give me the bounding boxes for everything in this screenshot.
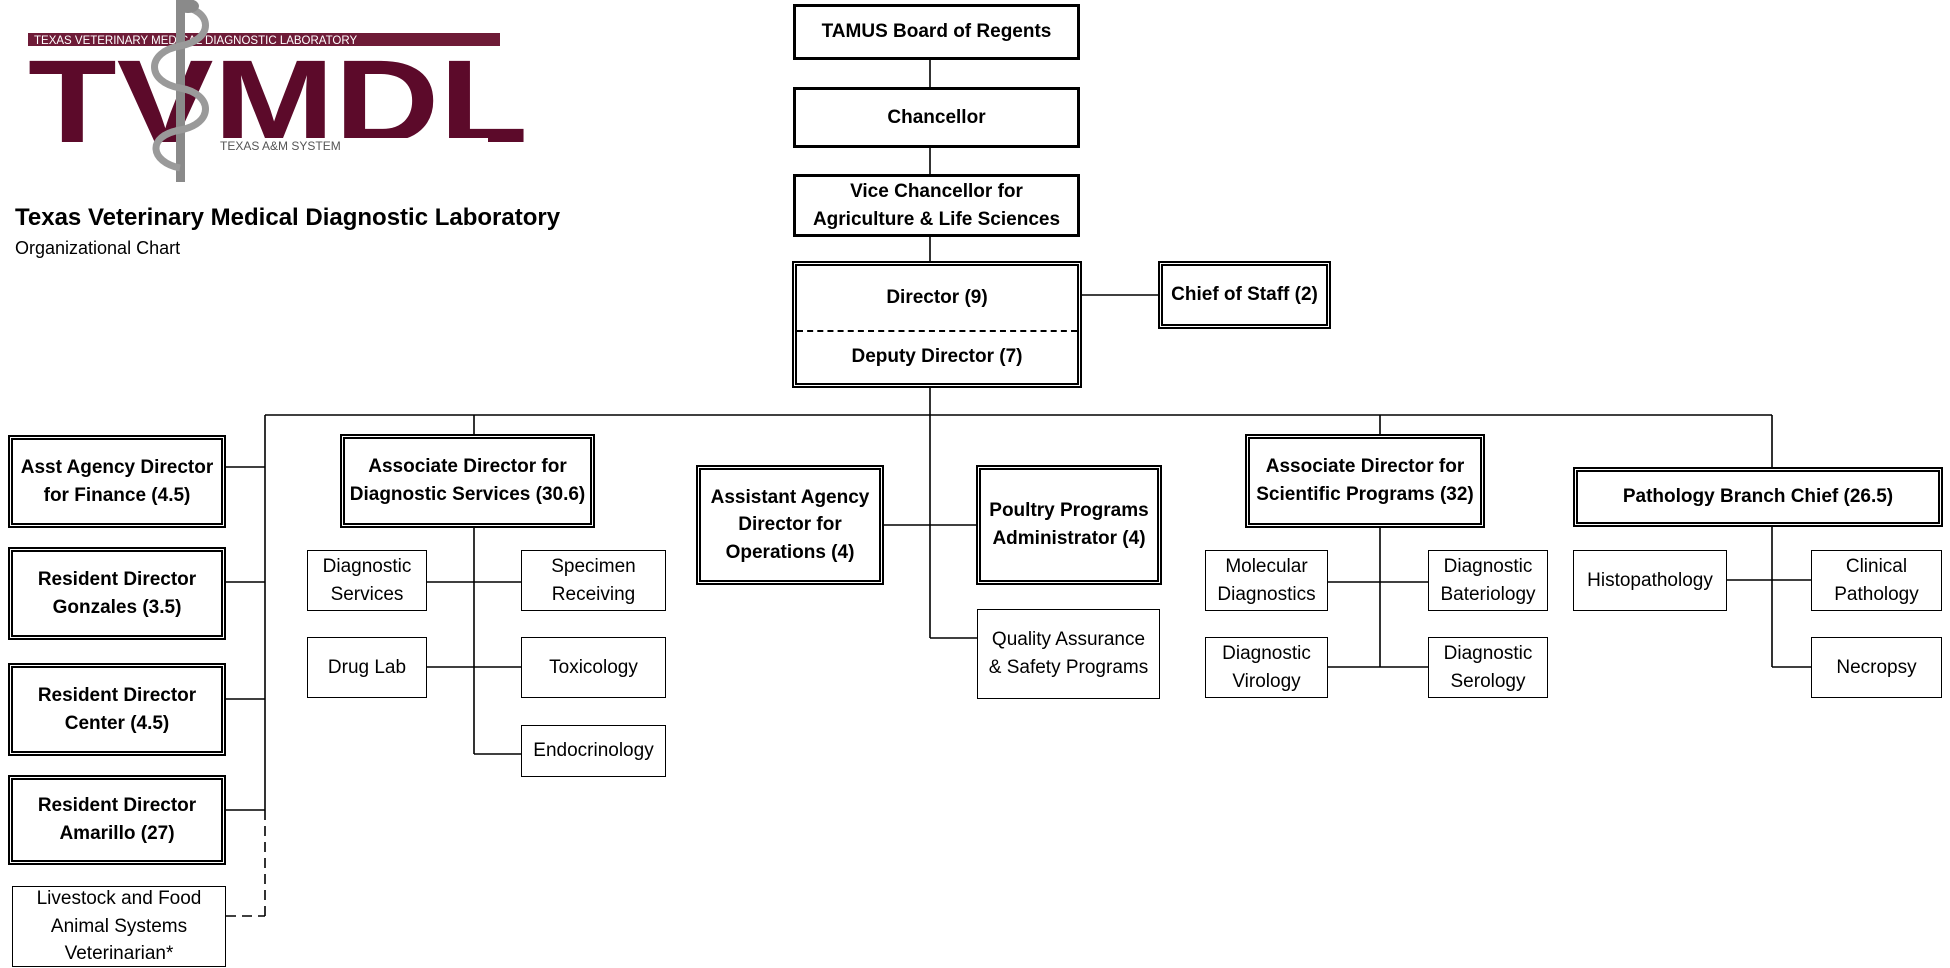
deputy-director-label: Deputy Director (7) — [851, 345, 1023, 367]
pathology-branch-chief-box: Pathology Branch Chief (26.5) — [1573, 467, 1943, 527]
histopathology-box: Histopathology — [1573, 550, 1727, 611]
quality-assurance-box: Quality Assurance& Safety Programs — [977, 609, 1160, 699]
chancellor-box: Chancellor — [793, 87, 1080, 148]
svg-text:TEXAS A&M SYSTEM: TEXAS A&M SYSTEM — [220, 139, 341, 153]
toxicology-box: Toxicology — [521, 637, 666, 698]
endocrinology-box: Endocrinology — [521, 725, 666, 777]
director-deputy-divider — [797, 330, 1077, 332]
drug-lab-box: Drug Lab — [307, 637, 427, 698]
tvmdl-logo: TEXAS VETERINARY MEDICAL DIAGNOSTIC LABO… — [28, 0, 528, 182]
caduceus-icon — [151, 0, 209, 182]
director-label: Director (9) — [886, 287, 988, 308]
necropsy-box: Necropsy — [1811, 637, 1942, 698]
page-subtitle: Organizational Chart — [15, 238, 181, 258]
director-deputy-box: Director (9) Deputy Director (7) — [792, 261, 1082, 388]
chief-of-staff-box: Chief of Staff (2) — [1158, 261, 1331, 329]
board-of-regents-box: TAMUS Board of Regents — [793, 4, 1080, 60]
page-title: Texas Veterinary Medical Diagnostic Labo… — [15, 204, 561, 231]
